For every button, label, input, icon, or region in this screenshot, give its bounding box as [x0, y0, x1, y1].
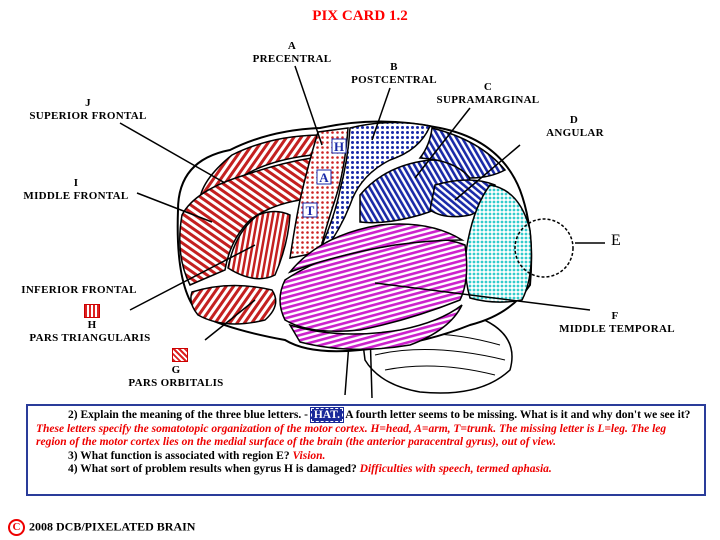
question-2-answer: These letters specify the somatotopic or…	[36, 422, 667, 449]
label-a-letter: A	[287, 40, 297, 52]
label-d-name: ANGULAR	[546, 127, 604, 139]
label-b-letter: B	[390, 61, 398, 73]
copyright: C 2008 DCB/PIXELATED BRAIN	[8, 519, 195, 536]
motor-letter-h: H	[331, 138, 347, 154]
leader-lines	[119, 65, 605, 341]
svg-text:H: H	[334, 139, 344, 154]
question-3-prompt: 3) What function is associated with regi…	[68, 449, 290, 462]
region-parietal-superior	[418, 127, 507, 179]
hat-badge: HAT.	[309, 407, 344, 423]
question-box: 2) Explain the meaning of the three blue…	[26, 404, 706, 496]
label-inferior-frontal: INFERIOR FRONTAL	[21, 284, 137, 296]
label-g-name: PARS ORBITALIS	[128, 377, 224, 389]
label-j-letter: J	[85, 97, 91, 109]
region-e-visual-area	[514, 218, 574, 278]
copyright-text: 2008 DCB/PIXELATED BRAIN	[29, 519, 196, 534]
label-h-letter: H	[87, 319, 97, 331]
label-c-name: SUPRAMARGINAL	[436, 94, 540, 106]
question-4-answer: Difficulties with speech, termed aphasia…	[359, 463, 552, 475]
label-d-letter: D	[569, 114, 579, 126]
label-g-letter: G	[171, 364, 181, 376]
label-f-letter: F	[611, 310, 619, 322]
motor-letter-t: T	[302, 202, 318, 218]
label-e-letter: E	[610, 232, 622, 249]
region-occipital	[464, 184, 533, 303]
copyright-symbol: C	[8, 519, 25, 536]
label-j-name: SUPERIOR FRONTAL	[29, 110, 147, 122]
svg-text:A: A	[319, 170, 329, 185]
question-2-followup: A fourth letter seems to be missing. Wha…	[345, 409, 691, 421]
label-f-name: MIDDLE TEMPORAL	[559, 323, 675, 335]
label-b-name: POSTCENTRAL	[351, 74, 437, 86]
swatch-pars-triangularis	[84, 304, 100, 318]
label-i-name: MIDDLE FRONTAL	[23, 190, 129, 202]
region-pars-orbitalis	[190, 284, 277, 325]
question-2-prompt: 2) Explain the meaning of the three blue…	[68, 409, 308, 421]
region-superior-temporal	[287, 223, 465, 274]
question-3-answer: Vision.	[292, 449, 326, 462]
label-i-letter: I	[73, 177, 79, 189]
question-3: 3) What function is associated with regi…	[36, 450, 696, 464]
region-postcentral	[321, 121, 432, 252]
label-h-name: PARS TRIANGULARIS	[29, 332, 151, 344]
svg-text:T: T	[306, 203, 315, 218]
question-4-prompt: 4) What sort of problem results when gyr…	[68, 463, 357, 475]
motor-letter-a: A	[316, 169, 332, 185]
question-2: 2) Explain the meaning of the three blue…	[36, 407, 696, 450]
swatch-pars-orbitalis	[172, 348, 188, 362]
question-4: 4) What sort of problem results when gyr…	[36, 463, 696, 477]
label-a-name: PRECENTRAL	[252, 53, 332, 65]
brain-diagram: H A T	[119, 65, 605, 399]
card-title: PIX CARD 1.2	[312, 8, 408, 24]
label-c-letter: C	[483, 81, 493, 93]
region-pars-triangularis	[227, 210, 291, 280]
region-inferior-temporal	[288, 304, 463, 351]
